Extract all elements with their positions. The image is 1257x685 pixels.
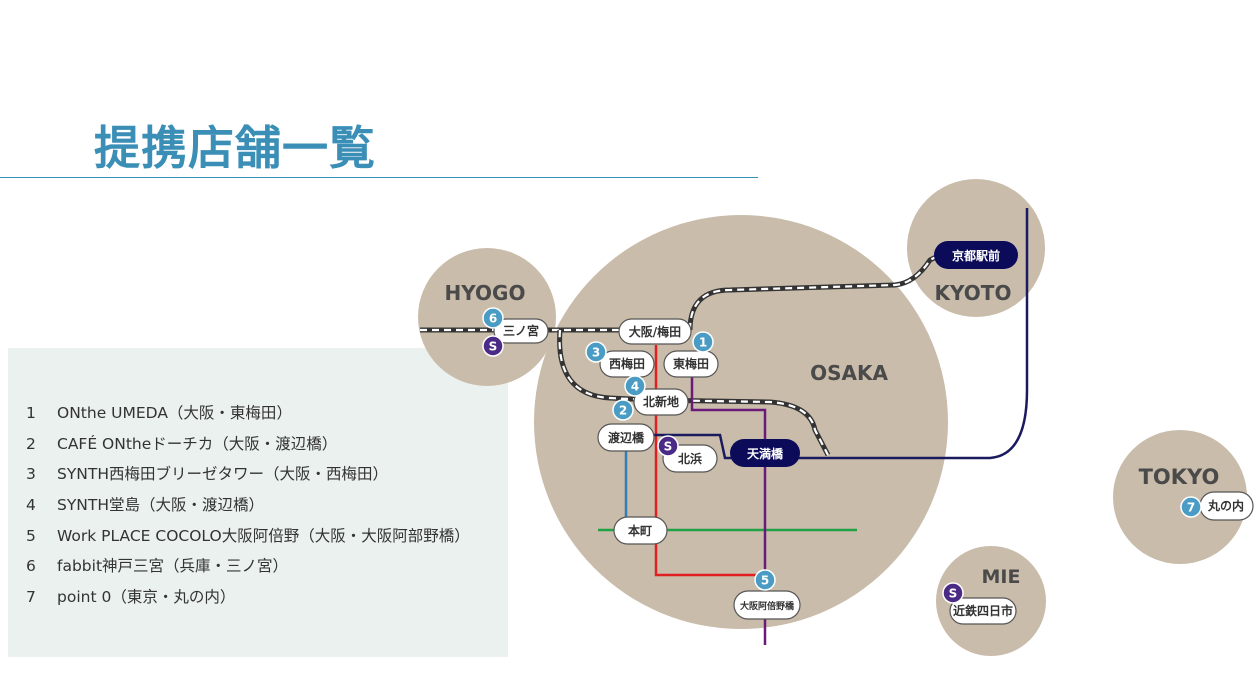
- region-label-mie: MIE: [982, 566, 1021, 588]
- station-watanabebashi: 渡辺橋: [597, 423, 655, 452]
- store-name: point 0（東京・丸の内）: [57, 588, 236, 607]
- station-label: 大阪/梅田: [629, 324, 681, 339]
- store-badge-3: 3: [585, 341, 607, 363]
- store-badge-6: 6: [482, 307, 504, 329]
- store-number: 6: [26, 557, 36, 576]
- station-tenmabashi: 天満橋: [730, 439, 800, 467]
- list-item: 5 Work PLACE COCOLO大阪阿倍野（大阪・大阪阿部野橋）: [26, 521, 470, 552]
- station-abeno: 大阪阿倍野橋: [733, 590, 801, 620]
- store-number: 2: [26, 434, 36, 453]
- railway-jr: [420, 252, 942, 457]
- region-circle-tokyo: [1113, 430, 1247, 564]
- store-badge-4: 4: [624, 375, 646, 397]
- page-title: 提携店舗一覧: [94, 121, 376, 175]
- store-badge-2: 2: [612, 399, 634, 421]
- station-honmachi: 本町: [613, 516, 668, 545]
- station-osaka-umeda: 大阪/梅田: [618, 318, 692, 345]
- s-badge-yokkaichi: S: [942, 582, 964, 604]
- station-label: 渡辺橋: [608, 430, 645, 445]
- station-marunouchi: 丸の内: [1199, 491, 1254, 521]
- store-list-panel: [8, 348, 508, 657]
- store-badge-7: 7: [1180, 496, 1202, 518]
- store-name: Work PLACE COCOLO大阪阿倍野（大阪・大阪阿部野橋）: [57, 526, 470, 545]
- list-item: 2 CAFÉ ONtheドーチカ（大阪・渡辺橋）: [26, 429, 470, 460]
- title-divider: [0, 177, 758, 178]
- station-kitashinchi: 北新地: [633, 388, 689, 416]
- station-label: 北新地: [643, 394, 679, 409]
- station-kintetsu-yokkaichi: 近鉄四日市: [949, 597, 1017, 625]
- svg-text:S: S: [489, 340, 498, 354]
- svg-text:3: 3: [592, 346, 600, 360]
- svg-text:5: 5: [761, 574, 769, 588]
- store-number: 1: [26, 404, 36, 422]
- region-label-hyogo: HYOGO: [445, 281, 526, 305]
- list-item: 3 SYNTH西梅田ブリーゼタワー（大阪・西梅田）: [26, 459, 470, 490]
- station-nishiumeda: 西梅田: [599, 350, 655, 378]
- list-item: 6 fabbit神戸三宮（兵庫・三ノ宮）: [26, 551, 470, 582]
- station-higashiumeda: 東梅田: [663, 350, 719, 378]
- region-label-osaka: OSAKA: [810, 361, 888, 385]
- station-kyoto: 京都駅前: [934, 241, 1018, 269]
- store-number: 7: [26, 588, 36, 607]
- store-badge-5: 5: [754, 569, 776, 591]
- list-item: 7 point 0（東京・丸の内）: [26, 582, 470, 613]
- station-label: 北浜: [678, 451, 702, 466]
- station-label: 西梅田: [609, 356, 645, 371]
- store-name: ONthe UMEDA（大阪・東梅田）: [57, 404, 292, 422]
- store-name: fabbit神戸三宮（兵庫・三ノ宮）: [57, 557, 289, 576]
- station-sannomiya: 三ノ宮: [493, 318, 549, 344]
- store-name: CAFÉ ONtheドーチカ（大阪・渡辺橋）: [57, 434, 338, 453]
- region-label-tokyo: TOKYO: [1139, 465, 1220, 489]
- station-label: 丸の内: [1207, 498, 1244, 513]
- store-badge-1: 1: [692, 331, 714, 353]
- station-label: 三ノ宮: [503, 323, 539, 338]
- store-name: SYNTH西梅田ブリーゼタワー（大阪・西梅田）: [57, 465, 389, 484]
- svg-text:1: 1: [699, 336, 707, 350]
- svg-text:2: 2: [619, 404, 627, 418]
- svg-text:6: 6: [489, 312, 497, 326]
- station-label: 近鉄四日市: [953, 603, 1013, 618]
- svg-text:S: S: [949, 587, 958, 601]
- list-item: 1 ONthe UMEDA（大阪・東梅田）: [26, 398, 470, 429]
- rail-line-purple: [690, 360, 767, 645]
- store-number: 5: [26, 526, 36, 545]
- subway-line-red: [654, 345, 765, 577]
- list-item: 4 SYNTH堂島（大阪・渡辺橋）: [26, 490, 470, 521]
- station-label: 大阪阿倍野橋: [740, 600, 795, 612]
- region-circle-osaka: [534, 215, 948, 629]
- svg-text:S: S: [664, 440, 673, 454]
- rail-line-navy: [650, 208, 1029, 460]
- station-label: 東梅田: [673, 356, 709, 371]
- s-badge-kitahama: S: [657, 435, 679, 457]
- store-number: 3: [26, 465, 36, 484]
- region-label-kyoto: KYOTO: [935, 281, 1012, 305]
- store-name: SYNTH堂島（大阪・渡辺橋）: [57, 496, 265, 515]
- station-label: 京都駅前: [952, 248, 1000, 263]
- svg-text:7: 7: [1187, 501, 1195, 515]
- store-number: 4: [26, 496, 36, 515]
- station-label: 天満橋: [747, 446, 784, 461]
- station-label: 本町: [628, 523, 652, 538]
- svg-text:4: 4: [631, 380, 639, 394]
- store-list: 1 ONthe UMEDA（大阪・東梅田） 2 CAFÉ ONtheドーチカ（大阪・…: [26, 398, 470, 613]
- s-badge-sannomiya: S: [482, 335, 504, 357]
